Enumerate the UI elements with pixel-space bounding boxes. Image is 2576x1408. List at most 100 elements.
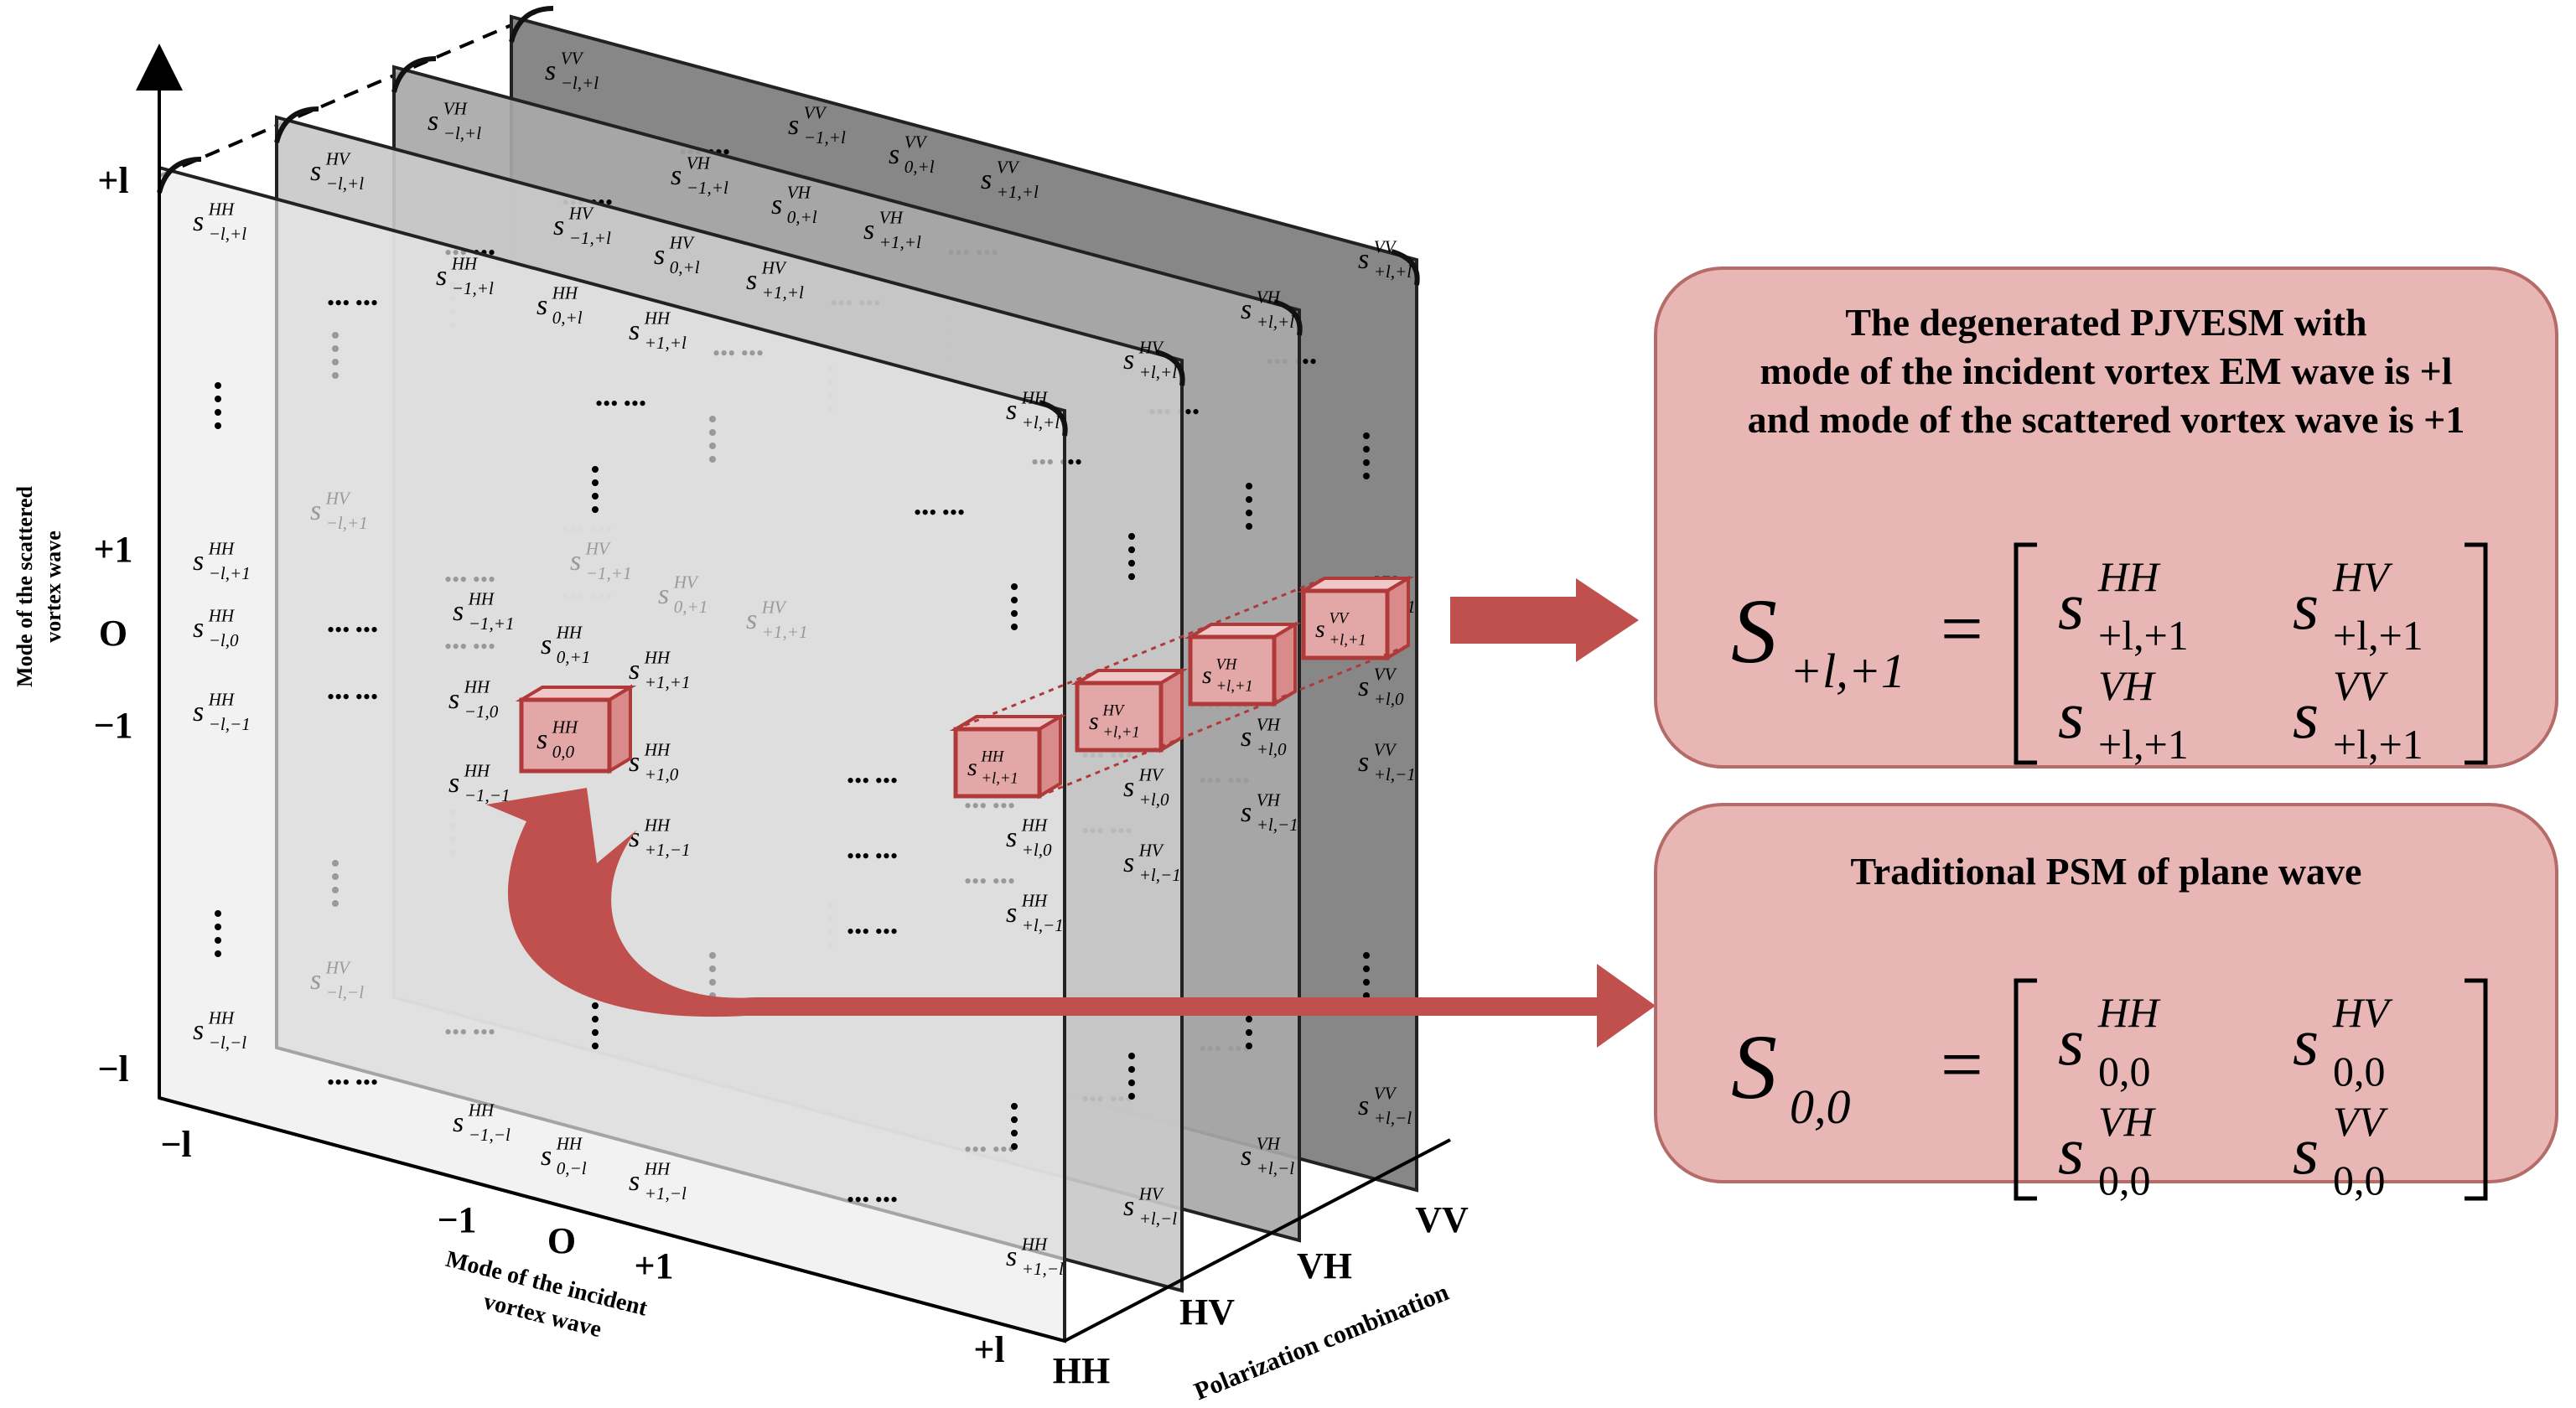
axes — [136, 44, 1451, 1343]
panel-hh-cell-20-letter: s — [541, 1141, 552, 1172]
depth-tick-1: HV — [1179, 1292, 1235, 1333]
ellipsis-vertical-dot — [1246, 510, 1252, 516]
traditional-psm-box-element-letter: s — [2058, 1115, 2084, 1188]
panel-hv-cell-2-subscript: 0,+l — [670, 257, 700, 277]
panel-corner-curl — [157, 157, 202, 194]
ellipsis-vertical-dot — [1011, 610, 1018, 617]
panel-hh-cell-5-superscript: HH — [208, 538, 236, 558]
panel-hv-cell-2-superscript: HV — [669, 232, 695, 252]
ellipsis-vertical-dot — [592, 466, 599, 473]
ellipsis-vertical-dot — [1128, 1066, 1135, 1073]
panel-corner-curl — [1273, 299, 1303, 336]
panel-hh-cell-7-superscript: HH — [208, 689, 236, 709]
degenerated-pjvesm-box-right-bracket — [2465, 542, 2488, 765]
panel-vv-cell-6-superscript: VV — [1374, 739, 1397, 759]
panel-hh-cell-13-superscript: HH — [644, 739, 671, 759]
degenerated-pjvesm-box-element-subscript: +l,+1 — [2333, 721, 2423, 768]
ellipsis-vertical-dot — [1011, 597, 1018, 603]
panel-hv-cell-3-superscript: HV — [761, 257, 787, 277]
panel-hv-cell-1-superscript: HV — [568, 203, 594, 223]
panel-hh-cell-5-subscript: −l,+1 — [209, 563, 251, 583]
panel-hh-cell-1-letter: s — [436, 261, 447, 292]
panel-vh-cell-4-subscript: +l,+l — [1257, 312, 1295, 332]
panel-hh-cell-15-letter: s — [629, 822, 640, 853]
vertical-tick-1: +1 — [93, 529, 132, 570]
panel-hv-cell-1-letter: s — [553, 210, 564, 241]
highlight-s00-box — [515, 684, 637, 774]
degenerated-pjvesm-box-title-line-2: and mode of the scattered vortex wave is… — [1748, 398, 2465, 441]
panel-vh-cell-0-letter: s — [428, 106, 438, 137]
degenerated-pjvesm-box-lhs-letter: S — [1731, 580, 1777, 682]
panel-hv-cell-4-subscript: +l,+l — [1139, 362, 1178, 382]
ellipsis-vertical-dot — [1011, 1130, 1018, 1136]
panel-hh-cell-8-superscript: HH — [468, 588, 495, 608]
degenerated-pjvesm-box-matrix-element: s VV +l,+1 — [2293, 662, 2423, 768]
ellipsis-vertical-dot — [1363, 979, 1370, 986]
panel-vv-cell-1-superscript: VV — [804, 102, 827, 122]
traditional-psm-box-element-letter: s — [2293, 1006, 2319, 1079]
panel-hh-cell-9-subscript: 0,+1 — [557, 647, 591, 667]
ellipsis-vertical-dot — [592, 1016, 599, 1022]
ellipsis-vertical-dot — [1011, 1103, 1018, 1110]
ellipsis-vertical-dot — [1363, 473, 1370, 479]
degenerated-pjvesm-box-element-letter: s — [2293, 570, 2319, 644]
degenerated-pjvesm-box-element-letter: s — [2293, 679, 2319, 753]
panel-hh-cell-8-letter: s — [453, 596, 464, 627]
highlight-s00-label-letter: s — [536, 724, 547, 755]
degenerated-pjvesm-box-lhs-subscript: +l,+1 — [1790, 644, 1905, 698]
panel-vv-cell-0-subscript: −l,+l — [561, 73, 599, 93]
horizontal-tick-2: O — [547, 1220, 576, 1261]
ellipsis-horizontal: ••• ••• — [847, 919, 898, 944]
vertical-tick-4: −l — [97, 1048, 128, 1090]
panel-hv-cell-12-superscript: HV — [1138, 1183, 1164, 1204]
ellipsis-vertical-dot — [1128, 1093, 1135, 1100]
panel-vh-cell-2-superscript: VH — [787, 182, 812, 202]
ellipsis-vertical-dot — [1363, 965, 1370, 972]
ellipsis-horizontal: ••• ••• — [847, 1188, 898, 1212]
degenerated-pjvesm-box-element-superscript: HV — [2332, 553, 2393, 600]
panel-vv-cell-4-superscript: VV — [1374, 236, 1397, 256]
ellipsis-vertical-dot — [1246, 483, 1252, 489]
panel-hh-cell-21-superscript: HH — [644, 1158, 671, 1178]
panel-vh-cell-1-subscript: −1,+l — [687, 178, 728, 198]
ellipsis-vertical-dot — [1246, 1029, 1252, 1036]
panel-vh-cell-6-letter: s — [1241, 797, 1252, 828]
ellipsis-horizontal: ••• ••• — [847, 844, 898, 868]
panel-hh-cell-16-subscript: +l,0 — [1022, 840, 1052, 860]
highlight-s00-label-subscript: 0,0 — [552, 742, 575, 762]
traditional-psm-box-left-bracket — [2014, 978, 2037, 1201]
ellipsis-vertical-dot — [1246, 1043, 1252, 1049]
ellipsis-vertical-dot — [592, 1029, 599, 1036]
panel-vh-cell-3-letter: s — [863, 215, 874, 246]
traditional-psm-box-element-subscript: 0,0 — [2098, 1157, 2151, 1204]
panel-vh-cell-5-letter: s — [1241, 722, 1252, 753]
highlight-cuboid-hv-label-letter: s — [1089, 707, 1099, 735]
ellipsis-vertical-dot — [1011, 624, 1018, 630]
panel-vh-cell-2-subscript: 0,+l — [787, 207, 817, 227]
panel-vv-cell-4-subscript: +l,+l — [1374, 261, 1412, 282]
panel-vv-cell-0-superscript: VV — [561, 48, 584, 68]
panel-hh-cell-13-subscript: +1,0 — [645, 764, 679, 784]
degenerated-pjvesm-box-background — [1654, 267, 2558, 769]
panel-hh-cell-20-subscript: 0,−l — [557, 1158, 587, 1178]
panel-hh-cell-0-subscript: −l,+l — [209, 224, 247, 244]
panel-hv-cell-4-letter: s — [1123, 344, 1134, 375]
ellipsis-vertical-dot — [1011, 1116, 1018, 1123]
degenerated-pjvesm-box-element-superscript: VV — [2333, 662, 2389, 709]
ellipsis-horizontal: ••• ••• — [595, 391, 646, 416]
